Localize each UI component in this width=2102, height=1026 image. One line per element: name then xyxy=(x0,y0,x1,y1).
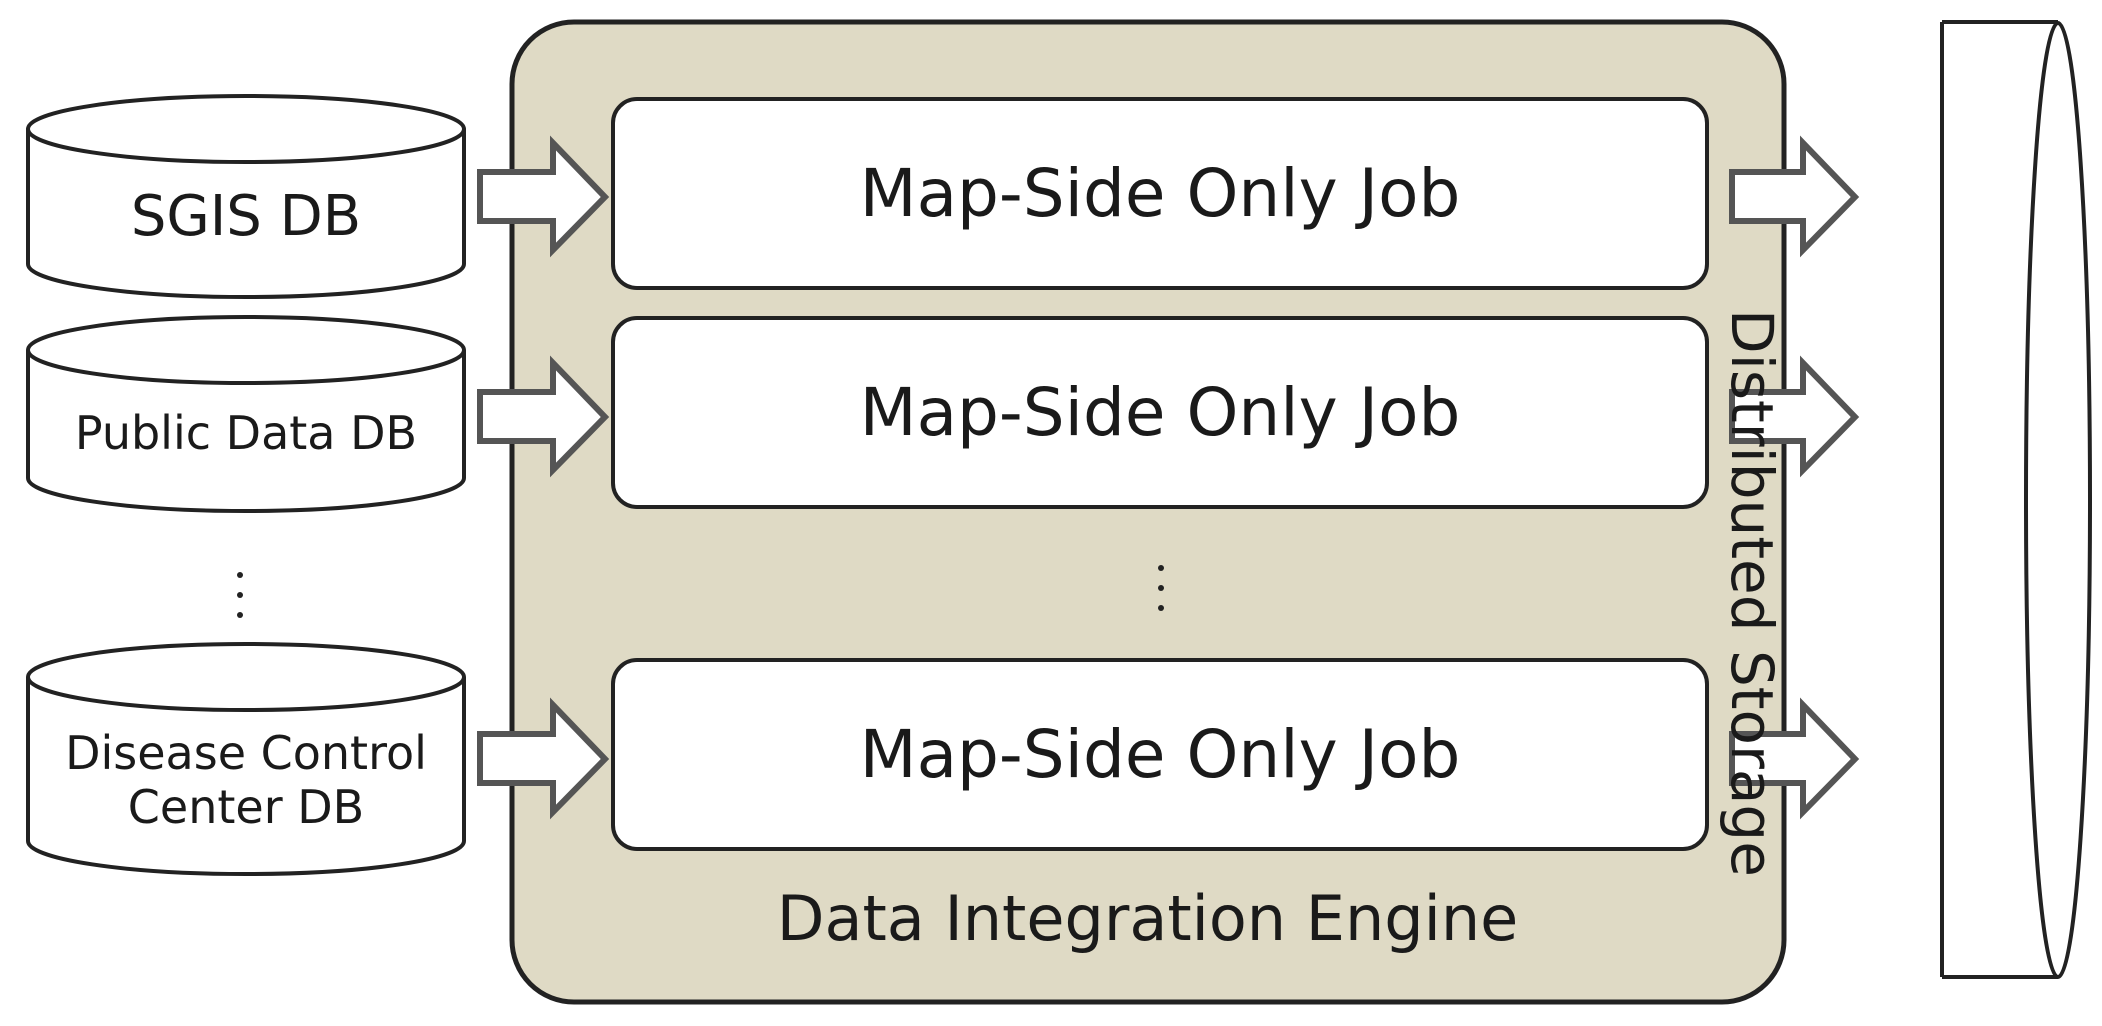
job-box-1: Map-Side Only Job xyxy=(611,97,1709,290)
storage-label: Distributed Storage xyxy=(1718,309,1786,877)
db-cylinder-public-data xyxy=(26,315,466,513)
input-arrow-2 xyxy=(477,355,610,478)
job-box-2: Map-Side Only Job xyxy=(611,316,1709,509)
job-box-3: Map-Side Only Job xyxy=(611,658,1709,851)
engine-label: Data Integration Engine xyxy=(776,881,1519,955)
source-label-disease-control: Disease Control Center DB xyxy=(65,725,427,834)
db-cylinder-sgis xyxy=(26,94,466,299)
storage-cylinder xyxy=(1940,20,2092,979)
input-arrow-1 xyxy=(477,135,610,258)
source-ellipsis xyxy=(234,572,246,618)
source-label-public-data: Public Data DB xyxy=(74,405,418,460)
output-arrow-2 xyxy=(1729,355,1860,478)
output-arrow-3 xyxy=(1729,697,1860,820)
output-arrow-1 xyxy=(1729,135,1860,258)
db-cylinder-disease-control xyxy=(26,642,466,876)
job-ellipsis xyxy=(1155,565,1167,611)
source-label-sgis: SGIS DB xyxy=(130,183,362,249)
input-arrow-3 xyxy=(477,697,610,820)
